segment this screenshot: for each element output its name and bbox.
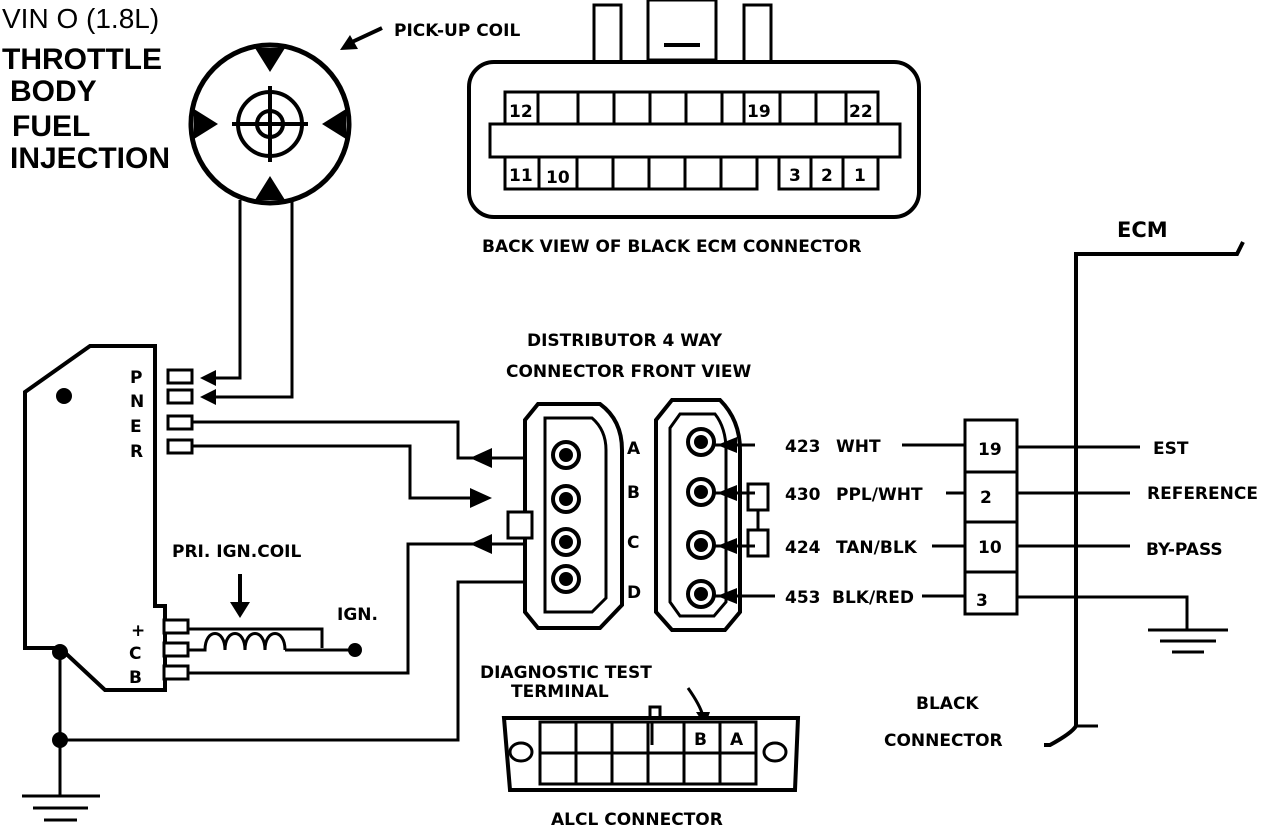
pickup-coil <box>188 42 352 206</box>
title-line-5: INJECTION <box>10 142 170 175</box>
alcl-connector: B A <box>501 705 801 792</box>
ecm-pin-2: 2 <box>821 166 833 186</box>
diag-test-label-1: DIAGNOSTIC TEST <box>480 663 652 683</box>
circuit-423-number: 423 <box>785 437 821 457</box>
ecm-pin-12: 12 <box>509 102 533 122</box>
diag-test-label-2: TERMINAL <box>511 682 609 702</box>
ignition-coil-winding-icon <box>188 627 362 657</box>
block-pin-19: 19 <box>978 440 1002 460</box>
pole-bottom-icon <box>255 176 285 200</box>
circuit-424-color: TAN/BLK <box>836 538 918 558</box>
module-lower-terminals: + C B <box>129 618 190 688</box>
circuit-453-number: 453 <box>785 588 821 608</box>
module-pin-e: E <box>130 417 142 437</box>
diagram-title: VIN O (1.8L) THROTTLE BODY FUEL INJECTIO… <box>2 3 170 175</box>
pickup-coil-label: PICK-UP COIL <box>394 21 520 41</box>
chassis-ground-icon <box>22 794 100 822</box>
distributor-pin-430-terminal <box>686 477 716 507</box>
ecm-pin-19: 19 <box>747 102 771 122</box>
ecm-pin-3: 3 <box>789 166 801 186</box>
circuit-453: 453 BLK/RED <box>714 588 965 608</box>
pole-left-icon <box>194 109 218 139</box>
distributor-pin-c-socket <box>551 527 581 557</box>
distributor-title-line-1: DISTRIBUTOR 4 WAY <box>527 331 723 351</box>
ign-terminal <box>348 643 362 657</box>
module-pin-p: P <box>130 368 142 388</box>
ecm-black-connector: 12 19 22 11 10 3 2 1 <box>467 0 921 219</box>
distributor-connector-left-half <box>506 402 624 630</box>
circuit-430: 430 PPL/WHT <box>714 485 965 505</box>
distributor-pin-d-socket <box>551 564 581 594</box>
distributor-connector-right-half <box>654 398 770 632</box>
circuit-453-color: BLK/RED <box>832 588 914 608</box>
title-line-4: FUEL <box>12 110 90 143</box>
distributor-pin-453-terminal <box>686 579 716 609</box>
ecm-pin-1: 1 <box>854 166 866 186</box>
circuit-423-color: WHT <box>836 437 881 457</box>
black-connector-label-1: BLACK <box>916 694 979 714</box>
distributor-pin-a-label: A <box>627 439 641 459</box>
circuit-424-number: 424 <box>785 538 821 558</box>
ecm-bottom-cavities <box>503 155 880 191</box>
circuit-430-color: PPL/WHT <box>836 485 923 505</box>
distributor-title-line-2: CONNECTOR FRONT VIEW <box>506 362 752 382</box>
module-pin-b: B <box>129 668 142 688</box>
alcl-cavities <box>538 720 758 786</box>
ign-label: IGN. <box>337 605 378 625</box>
alcl-pin-a: A <box>730 730 744 750</box>
ecm-top-cavities <box>503 90 880 126</box>
ecm-pin-10: 10 <box>546 168 570 188</box>
distributor-pin-b-label: B <box>627 483 640 503</box>
ecm-pin-11: 11 <box>509 166 533 186</box>
module-upper-terminals: P N E R <box>130 368 194 462</box>
circuit-423: 423 WHT <box>714 437 965 457</box>
black-connector-block: 19 2 10 3 <box>963 418 1019 616</box>
black-connector-label-2: CONNECTOR <box>884 731 1003 751</box>
distributor-pin-a-socket <box>551 440 581 470</box>
distributor-pin-424-terminal <box>686 530 716 560</box>
distributor-pin-423-terminal <box>686 427 716 457</box>
ignition-module <box>23 344 167 692</box>
pickup-pointer-arrow-icon <box>340 26 383 50</box>
module-pin-c: C <box>129 644 141 664</box>
distributor-pin-c-label: C <box>627 533 639 553</box>
distributor-pin-d-label: D <box>627 583 641 603</box>
module-mount-hole <box>56 388 72 404</box>
function-bypass: BY-PASS <box>1146 540 1223 560</box>
pole-top-icon <box>255 48 285 72</box>
function-reference: REFERENCE <box>1147 484 1258 504</box>
module-pin-plus: + <box>131 621 145 641</box>
block-pin-2: 2 <box>980 488 992 508</box>
ecm-boundary <box>1044 241 1245 747</box>
block-pin-10: 10 <box>978 538 1002 558</box>
function-est: EST <box>1153 439 1189 459</box>
pickup-coil-body <box>188 42 352 206</box>
block-pin-3: 3 <box>976 591 988 611</box>
pri-ign-coil-label: PRI. IGN.COIL <box>172 542 301 562</box>
pole-right-icon <box>322 109 346 139</box>
ecm-connector-caption: BACK VIEW OF BLACK ECM CONNECTOR <box>482 237 861 257</box>
alcl-connector-caption: ALCL CONNECTOR <box>551 810 723 830</box>
title-line-2: THROTTLE <box>2 43 162 76</box>
ecm-pin-22: 22 <box>849 102 873 122</box>
title-line-3: BODY <box>10 75 97 108</box>
ecm-label: ECM <box>1117 218 1168 242</box>
coil-pointer-arrow-icon <box>230 574 250 618</box>
module-pin-r: R <box>130 442 143 462</box>
circuit-430-number: 430 <box>785 485 821 505</box>
title-line-1: VIN O (1.8L) <box>2 3 159 34</box>
distributor-pin-b-socket <box>551 484 581 514</box>
alcl-pin-b: B <box>694 730 707 750</box>
circuit-424: 424 TAN/BLK <box>714 538 965 558</box>
ecm-ground-icon <box>1148 628 1228 654</box>
module-pin-n: N <box>130 392 144 412</box>
